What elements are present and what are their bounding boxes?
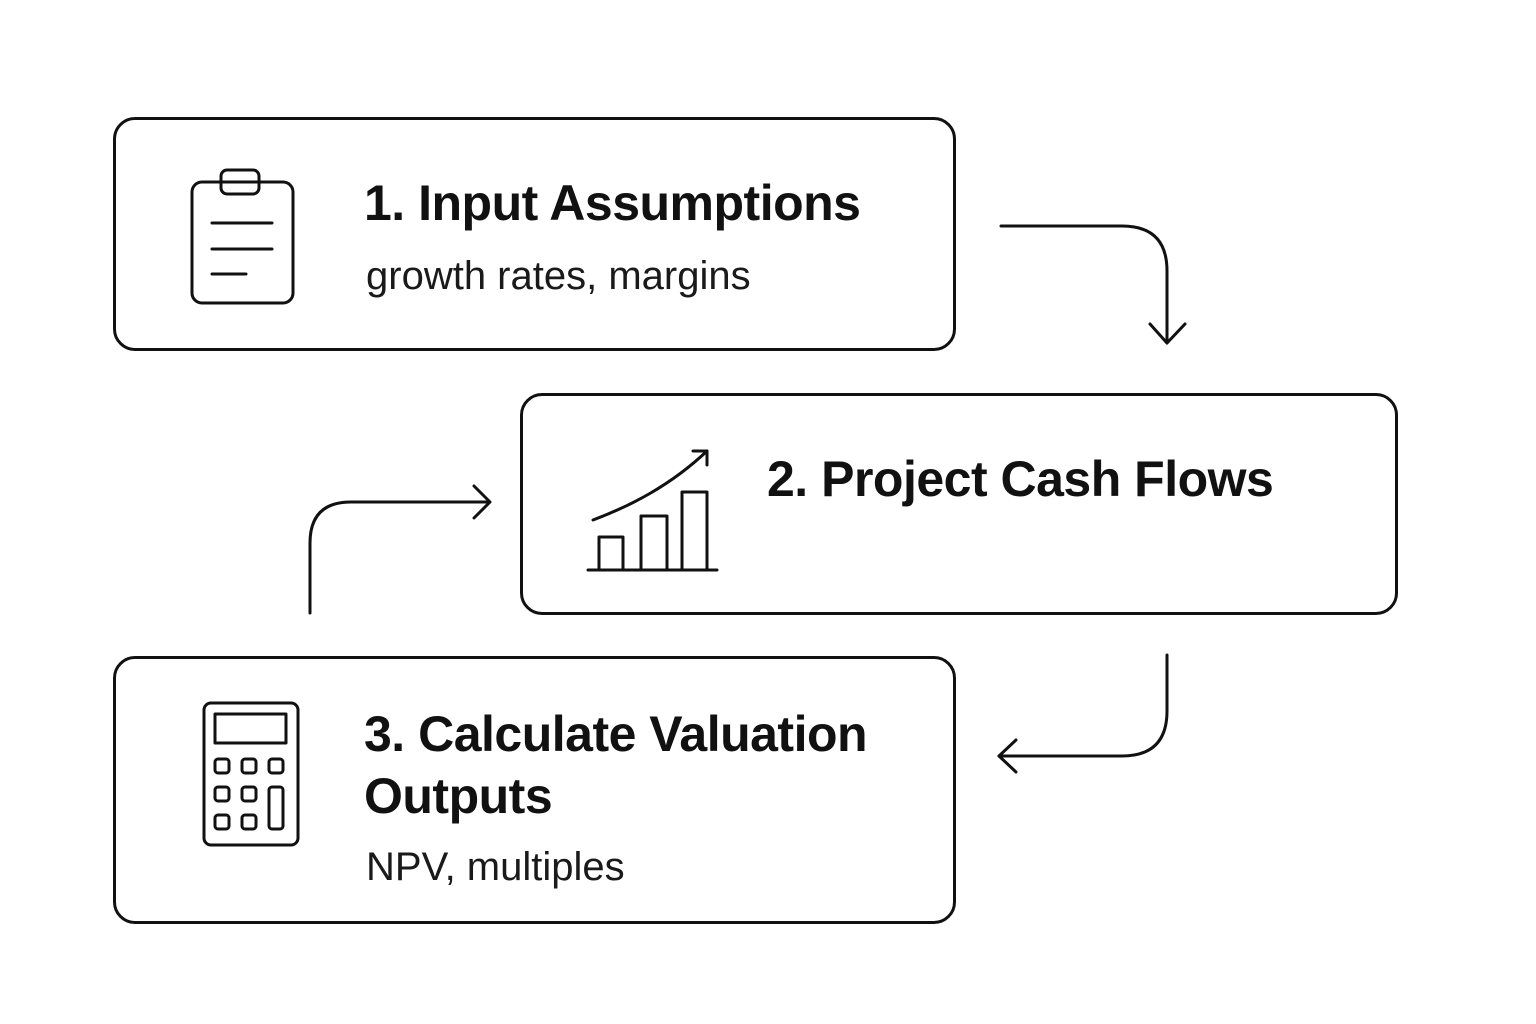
arrow-step1-to-step2 [999,224,1187,345]
step-3-title: 3. Calculate Valuation Outputs [364,706,868,824]
step-1-box: 1. Input Assumptions growth rates, margi… [113,117,956,351]
calculator-icon [200,699,304,849]
step-3-description: NPV, multiples [366,845,625,889]
step-1-description: growth rates, margins [366,254,751,298]
step-2-box: 2. Project Cash Flows [520,393,1398,615]
step-2-title: 2. Project Cash Flows [767,451,1274,507]
step-1-title: 1. Input Assumptions [364,175,861,231]
clipboard-icon [188,165,298,310]
step-3-box: 3. Calculate Valuation Outputs NPV, mult… [113,656,956,924]
arrow-step3-to-step2 [308,484,492,615]
arrow-step2-to-step3 [997,653,1169,774]
growth-chart-icon [585,441,725,581]
